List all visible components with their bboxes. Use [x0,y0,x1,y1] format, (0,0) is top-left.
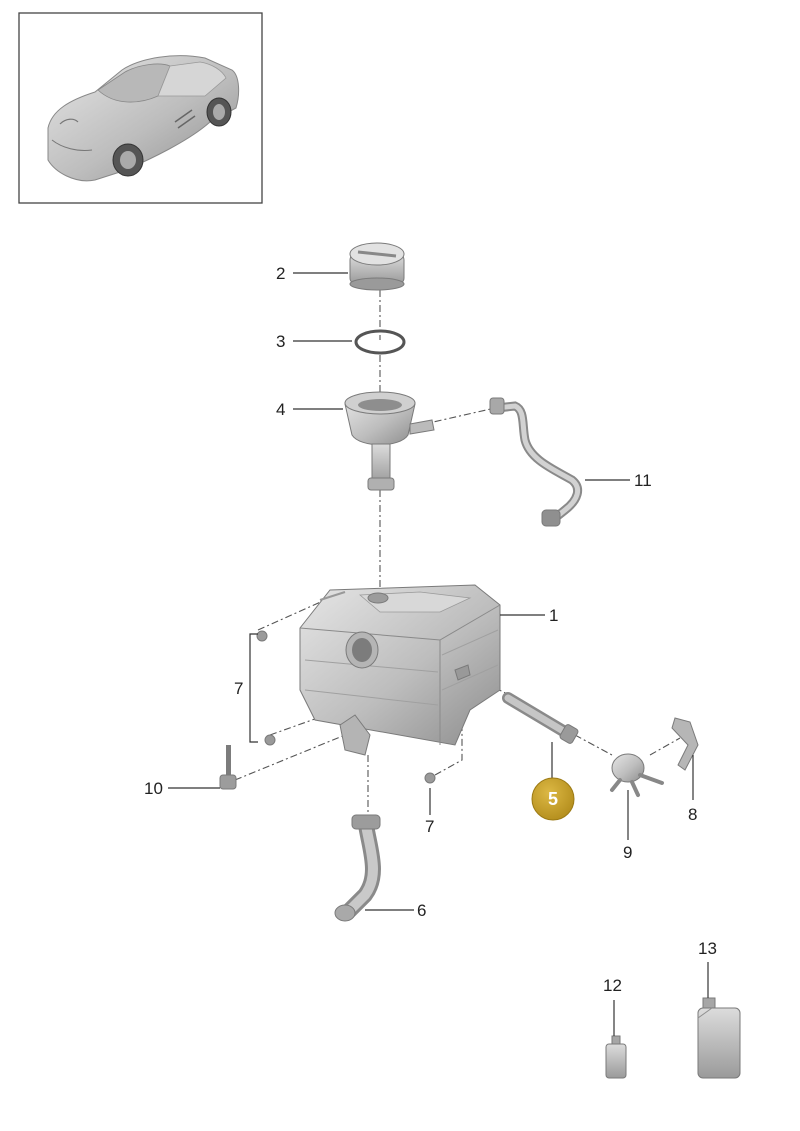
callout-6[interactable]: 6 [417,901,426,920]
callout-7-left[interactable]: 7 [234,679,243,698]
callout-4[interactable]: 4 [276,400,285,419]
vehicle-thumbnail [18,12,263,204]
callout-8[interactable]: 8 [688,805,697,824]
callout-7-bottom[interactable]: 7 [425,817,434,836]
part-13-bottle [697,997,741,1079]
callout-2[interactable]: 2 [276,264,285,283]
part-8-bracket [671,717,699,771]
callout-13[interactable]: 13 [698,939,717,958]
part-9-valve [610,753,664,797]
part-7-nuts [256,630,436,784]
callout-9[interactable]: 9 [623,843,632,862]
part-10-sensor [219,745,237,790]
part-12-bottle [605,1035,627,1079]
part-2-cap [349,242,405,291]
part-11-hose [489,397,583,527]
callout-5[interactable]: 5 [548,789,558,809]
leader-lines [168,272,709,1036]
callout-5-highlight[interactable]: 5 [531,777,575,821]
callout-10[interactable]: 10 [144,779,163,798]
callout-11[interactable]: 11 [634,471,652,490]
part-6-hose [334,814,381,922]
callout-1[interactable]: 1 [549,606,558,625]
callout-3[interactable]: 3 [276,332,285,351]
part-1-expansion-tank [299,584,501,756]
callout-12[interactable]: 12 [603,976,622,995]
highlight-badge[interactable] [531,777,575,821]
part-5-hose [502,692,579,744]
car-illustration [47,55,240,182]
part-4-filler-neck [344,391,435,491]
callouts: 2 3 4 11 1 7 10 8 7 9 6 13 12 [144,264,717,995]
assembly-lines [234,290,681,820]
part-3-seal-ring [354,329,406,355]
